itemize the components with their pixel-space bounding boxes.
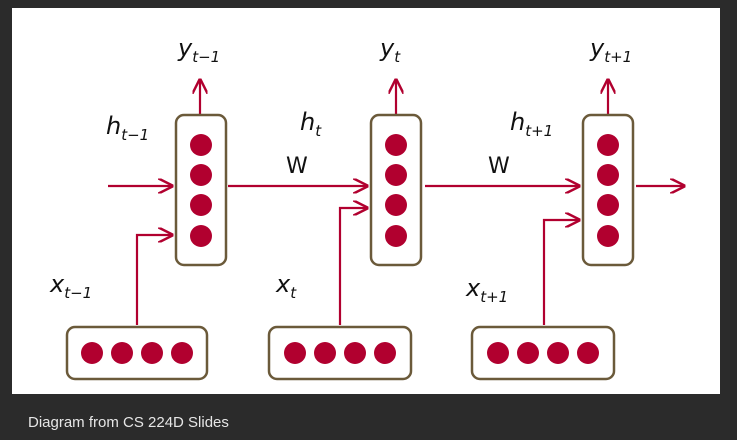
weight-label-2: W: [488, 154, 510, 179]
h-label-2: ht: [300, 108, 322, 140]
h-label-1: ht−1: [106, 112, 149, 144]
y-label-1: yt−1: [177, 34, 220, 66]
input-neuron-dot: [141, 342, 163, 364]
input-neuron-dot: [344, 342, 366, 364]
hidden-neuron-dot: [385, 164, 407, 186]
hidden-neuron-dot: [385, 134, 407, 156]
input-neuron-dot: [171, 342, 193, 364]
input-neuron-dot: [111, 342, 133, 364]
hidden-neuron-dot: [597, 164, 619, 186]
diagram-panel: W W yt−1 yt yt+1 ht−1 ht ht+1 xt−1 xt xt…: [12, 8, 720, 394]
x-label-3: xt+1: [465, 274, 508, 306]
input-neuron-dot: [517, 342, 539, 364]
input-vector-2: [267, 325, 413, 381]
hidden-neuron-dot: [385, 194, 407, 216]
input-neuron-dot: [284, 342, 306, 364]
h-label-3: ht+1: [510, 108, 553, 140]
x-input-arrow-3: [542, 220, 579, 325]
rnn-diagram: W W yt−1 yt yt+1 ht−1 ht ht+1 xt−1 xt xt…: [49, 34, 720, 381]
hidden-cell-2: [369, 113, 423, 267]
input-neuron-dot: [314, 342, 336, 364]
input-neuron-dot: [487, 342, 509, 364]
input-neuron-dot: [547, 342, 569, 364]
input-vector-3: [470, 325, 616, 381]
hidden-neuron-dot: [597, 225, 619, 247]
x-label-2: xt: [275, 270, 297, 302]
hidden-neuron-dot: [597, 194, 619, 216]
input-neuron-dot: [374, 342, 396, 364]
hidden-cell-1: [174, 113, 228, 267]
input-vector-1: [65, 325, 209, 381]
hidden-neuron-dot: [190, 194, 212, 216]
hidden-neuron-dot: [190, 134, 212, 156]
hidden-neuron-dot: [597, 134, 619, 156]
hidden-neuron-dot: [190, 225, 212, 247]
hidden-neuron-dot: [190, 164, 212, 186]
x-input-arrow-1: [135, 235, 172, 325]
y-label-3: yt+1: [589, 34, 632, 66]
x-input-arrow-2: [338, 208, 367, 325]
caption: Diagram from CS 224D Slides: [28, 414, 229, 431]
input-neuron-dot: [577, 342, 599, 364]
weight-label-1: W: [286, 154, 308, 179]
hidden-neuron-dot: [385, 225, 407, 247]
y-label-2: yt: [379, 34, 401, 66]
x-label-1: xt−1: [49, 270, 92, 302]
hidden-cell-3: [581, 113, 635, 267]
input-neuron-dot: [81, 342, 103, 364]
